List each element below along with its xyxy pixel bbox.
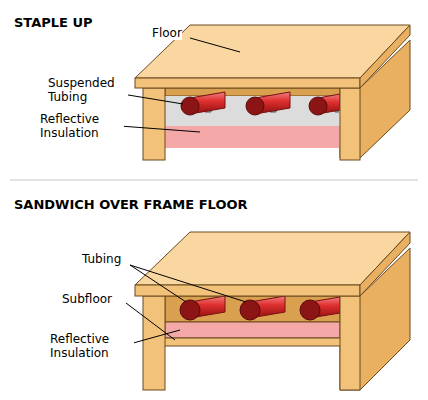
section-heading: SANDWICH OVER FRAME FLOOR [14, 198, 248, 212]
part-label: Subfloor [62, 292, 112, 306]
part-label: Reflective Insulation [50, 332, 134, 360]
part-label: Floor [152, 26, 182, 40]
part-label: Tubing [82, 252, 121, 266]
part-label: Suspended Tubing [48, 76, 128, 104]
leader-lines [116, 38, 246, 345]
section-heading: STAPLE UP [14, 16, 93, 30]
part-label: Reflective Insulation [40, 112, 124, 140]
